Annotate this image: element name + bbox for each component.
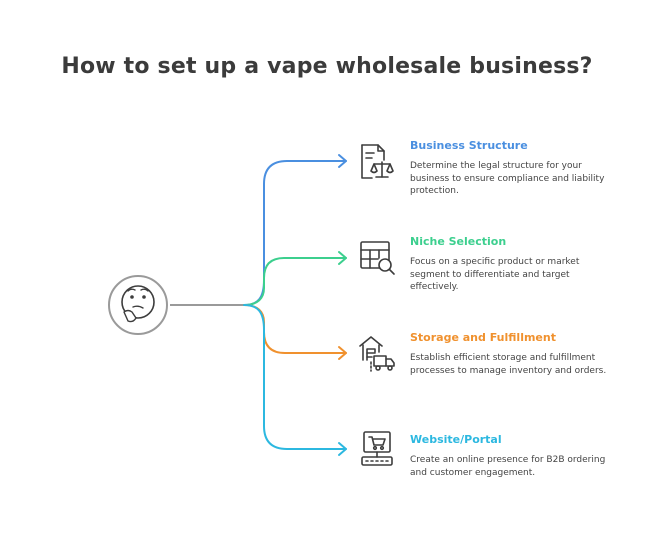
branch-line-website-portal [243, 304, 347, 450]
computer-cart-icon [361, 431, 393, 466]
item-niche-selection: Niche Selection Focus on a specific prod… [410, 235, 620, 294]
item-title: Business Structure [410, 139, 528, 152]
item-storage-fulfillment: Storage and Fulfillment Establish effici… [410, 331, 620, 377]
item-description: Determine the legal structure for your b… [410, 161, 605, 196]
item-description: Create an online presence for B2B orderi… [410, 455, 606, 478]
item-description: Focus on a specific product or market se… [410, 257, 580, 292]
arrowhead-website-portal [338, 442, 347, 456]
arrowhead-business-structure [338, 154, 347, 168]
arrowhead-storage-fulfillment [338, 346, 347, 360]
item-website-portal: Website/Portal Create an online presence… [410, 433, 620, 479]
branch-line-niche-selection [243, 257, 347, 306]
item-title: Storage and Fulfillment [410, 331, 556, 344]
item-title: Website/Portal [410, 433, 502, 446]
item-business-structure: Business Structure Determine the legal s… [410, 139, 620, 198]
item-description: Establish efficient storage and fulfillm… [410, 353, 607, 376]
item-title: Niche Selection [410, 235, 507, 248]
arrowhead-niche-selection [338, 251, 347, 265]
table-search-icon [360, 241, 395, 275]
page-title: How to set up a vape wholesale business? [61, 54, 593, 79]
warehouse-truck-icon [359, 336, 395, 372]
legal-document-scales-icon [361, 144, 394, 179]
thinking-face-icon [108, 275, 168, 335]
branch-line-business-structure [243, 160, 347, 306]
